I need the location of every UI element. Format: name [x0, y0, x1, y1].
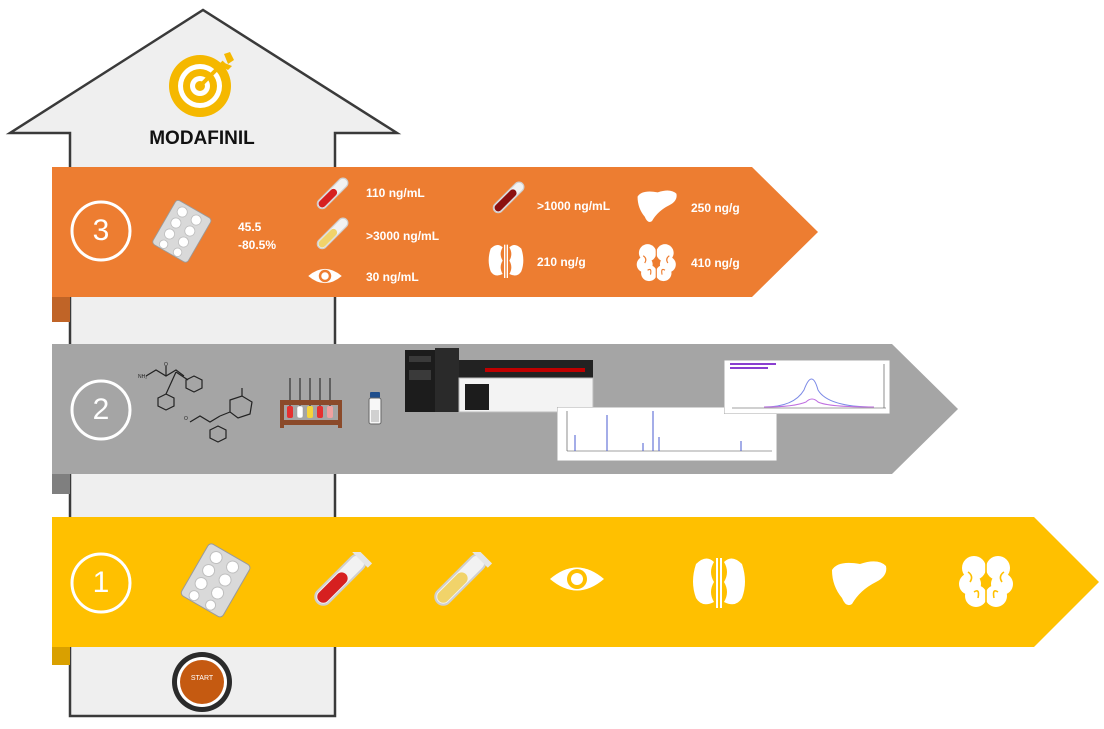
blood-tube-icon: [314, 552, 372, 606]
step-3-number: 3: [92, 214, 110, 247]
liver-icon: [832, 561, 887, 606]
svg-text:O: O: [164, 362, 168, 368]
kidney-concentration: 210 ng/g: [537, 255, 586, 269]
pill-blister-icon: [180, 543, 251, 618]
serum-tube-icon: [316, 217, 349, 250]
pill-blister-icon: [152, 199, 212, 263]
blood-tube-icon: [492, 181, 525, 214]
heart-blood-concentration: >1000 ng/mL: [537, 199, 611, 213]
blood-tube-icon: [316, 177, 349, 210]
svg-text:O: O: [184, 416, 188, 422]
svg-text:NH₂: NH₂: [138, 374, 147, 380]
kidney-icon: [693, 558, 745, 608]
chemical-structure-icon: NH₂ O O: [138, 362, 253, 443]
kidney-icon: [488, 244, 524, 278]
vial-icon: [368, 392, 382, 425]
brain-icon: [636, 244, 676, 282]
mass-spectrum-chart: [557, 407, 777, 461]
eye-icon: [308, 268, 342, 284]
step-2-number: 2: [92, 393, 110, 426]
step-1-number: 1: [92, 566, 110, 599]
lc-ms-instrument-icon: [405, 348, 594, 413]
brain-icon: [959, 556, 1013, 608]
start-label[interactable]: START: [190, 675, 214, 682]
recovery-range: -80.5%: [238, 238, 277, 252]
brain-concentration: 410 ng/g: [691, 256, 740, 270]
recovery-value: 45.5: [238, 220, 262, 234]
test-tube-rack-icon: [280, 378, 342, 428]
target-icon: [169, 52, 234, 117]
vitreous-concentration: 30 ng/mL: [366, 270, 419, 284]
start-button[interactable]: [170, 650, 236, 714]
liver-concentration: 250 ng/g: [691, 201, 740, 215]
chromatogram-chart: [724, 360, 890, 414]
liver-icon: [637, 190, 677, 222]
blood-concentration: 110 ng/mL: [366, 186, 425, 200]
serum-tube-icon: [434, 552, 492, 606]
serum-concentration: >3000 ng/mL: [366, 229, 440, 243]
drug-title: MODAFINIL: [149, 128, 255, 149]
eye-icon: [550, 567, 604, 591]
